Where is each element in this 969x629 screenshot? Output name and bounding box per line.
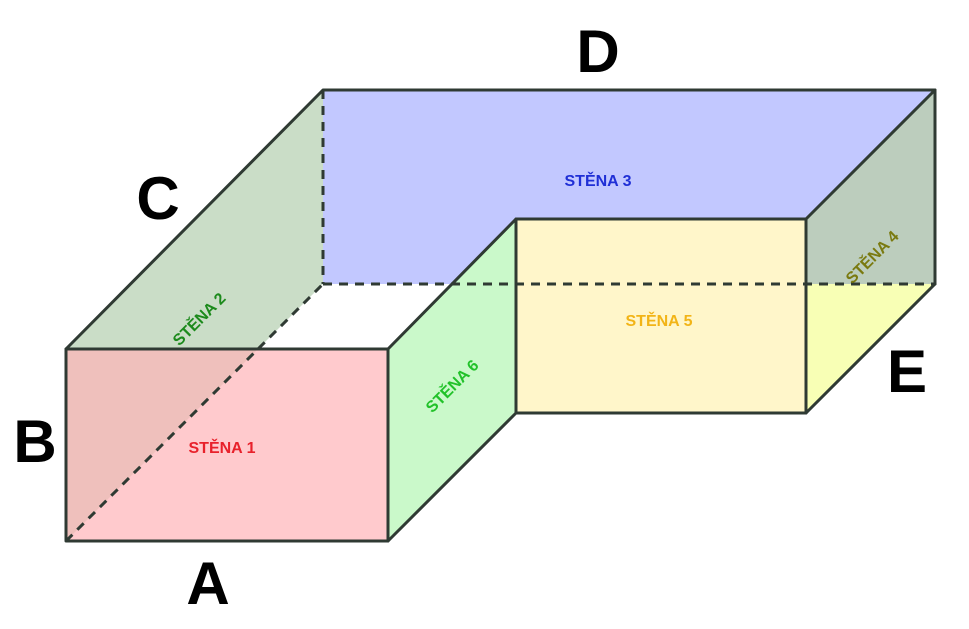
wall-1-face xyxy=(66,349,388,541)
wall-4-face xyxy=(806,90,935,284)
label-d: D xyxy=(576,18,619,85)
edge-top-outline xyxy=(64,88,937,351)
hidden-edge-floor-left-diagonal xyxy=(64,282,325,543)
edge-wall-6-bottom xyxy=(386,411,518,543)
wall-1-label: STĚNA 1 xyxy=(189,438,256,457)
label-c: C xyxy=(136,165,179,232)
wall-6-face xyxy=(388,219,516,541)
label-e: E xyxy=(887,338,927,405)
edge-wall-5-outline xyxy=(514,217,808,415)
label-a: A xyxy=(186,550,229,617)
wall-3-label: STĚNA 3 xyxy=(565,171,632,190)
wall-5-label: STĚNA 5 xyxy=(626,311,693,330)
label-b: B xyxy=(13,408,56,475)
wall-5-face xyxy=(516,219,806,413)
edge-wall-4-bottom xyxy=(804,282,937,415)
edge-wall-1-outline xyxy=(64,347,390,543)
wall-3-face xyxy=(323,90,935,284)
